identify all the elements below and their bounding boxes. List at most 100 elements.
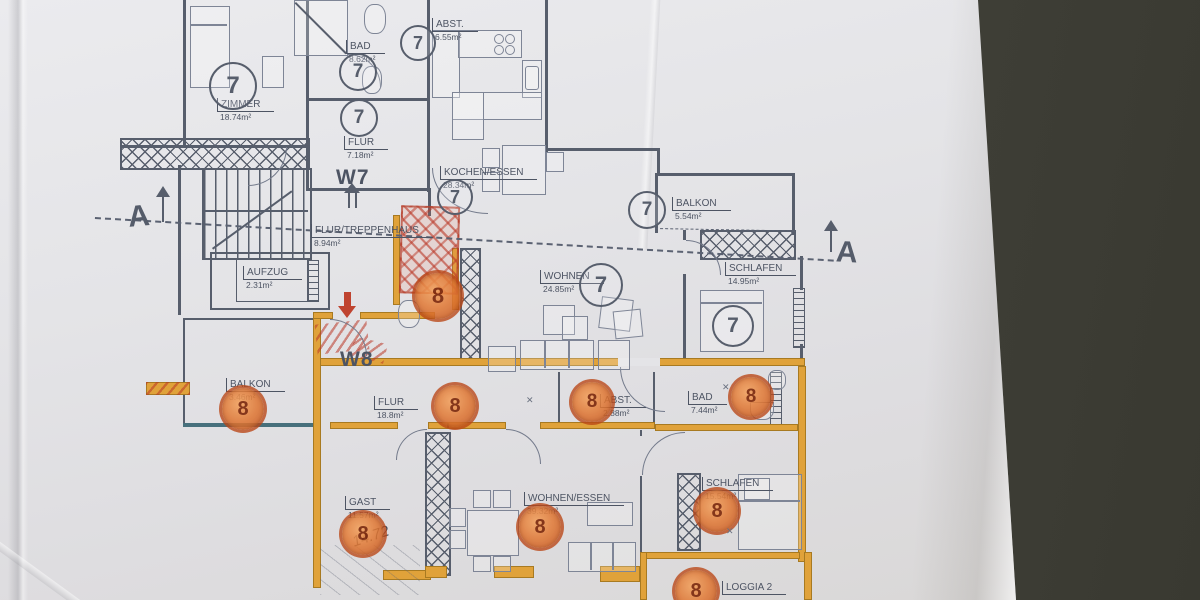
unit-8-stamp: 8 [572, 382, 612, 422]
paper-edge-shadow [905, 0, 1016, 600]
room-area: 18.8m² [377, 410, 404, 420]
wall-segment [306, 0, 309, 100]
door-arc [396, 429, 427, 460]
window-band [793, 288, 805, 348]
red-marking [146, 382, 190, 395]
room-label-flur8: FLUR 18.8m² [374, 396, 419, 421]
wall-segment [306, 188, 431, 191]
red-arrow-icon [338, 306, 356, 318]
room-area: 14.95m² [728, 276, 760, 286]
wall-hatch-band [700, 230, 796, 260]
unit-7-badge: 7 [340, 99, 378, 137]
wardrobe [262, 56, 284, 88]
room-label-treppenhaus: FLUR/TREPPENHAUS 8.94m² [311, 224, 433, 249]
sofa [568, 542, 636, 572]
wall-segment [545, 148, 660, 151]
unit-8-stamp: 8 [342, 513, 384, 555]
chair [449, 508, 466, 527]
unit-7-badge: 7 [339, 53, 377, 91]
wall-w8 [540, 422, 655, 429]
chair [473, 490, 491, 508]
room-name: FLUR [344, 136, 389, 150]
bed-pillow-line [700, 302, 762, 304]
room-label-balkon7: BALKON 5.54m² [672, 197, 731, 222]
room-label-aufzug: AUFZUG 2.31m² [243, 266, 303, 291]
unit-8-stamp: 8 [434, 385, 476, 427]
room-name: ABST. [432, 18, 478, 32]
armchair [612, 308, 644, 340]
sofa-cushion-line [612, 542, 614, 570]
wall-segment [183, 0, 186, 148]
room-name: LOGGIA 2 [722, 581, 787, 595]
unit-7-badge: 7 [209, 62, 257, 110]
toilet [768, 370, 786, 390]
wall-hatch-column [425, 432, 451, 576]
door-arc [642, 432, 685, 475]
coffee-table [543, 305, 575, 335]
chair [482, 172, 500, 192]
door-x-mark: ✕ [722, 382, 730, 392]
section-letter-right: A [835, 235, 859, 270]
wall-w8 [655, 424, 798, 431]
kitchen-bench [452, 92, 542, 120]
sofa-cushion-line [544, 340, 546, 368]
wall-segment [545, 0, 548, 152]
wall-segment [640, 476, 642, 558]
bed-pillow-line [191, 24, 227, 26]
apartment-label-w8: W8 [340, 348, 374, 371]
sofa [520, 340, 594, 370]
section-arrow-right [830, 230, 832, 252]
side-table [488, 346, 516, 372]
room-area: 5.54m² [675, 211, 702, 221]
wall-segment [427, 0, 430, 192]
sofa-cushion-line [590, 542, 592, 570]
entry-arrow-head [344, 183, 360, 193]
room-label-bad8: BAD 7.44m² [688, 391, 727, 416]
room-area: 2.31m² [246, 280, 273, 290]
red-arrow-stem [344, 292, 351, 306]
room-name: BAD [346, 40, 385, 54]
wall-segment [800, 344, 803, 368]
elevator-door-band [308, 260, 319, 302]
room-name: AUFZUG [243, 266, 303, 280]
unit-7-badge: 7 [628, 191, 666, 229]
wall-segment [183, 318, 185, 426]
unit-8-stamp: 8 [222, 388, 264, 430]
stove-burner [494, 45, 504, 55]
wall-segment [683, 230, 686, 240]
room-name: FLUR [374, 396, 419, 410]
sofa-cushion-line [568, 340, 570, 368]
wall-segment [178, 165, 181, 315]
room-label-loggia: LOGGIA 2 [722, 581, 787, 595]
toilet [398, 300, 420, 328]
sideboard [587, 502, 633, 526]
unit-7-badge: 7 [712, 305, 754, 347]
chair [482, 148, 500, 168]
room-name: GAST [345, 496, 391, 510]
wall-segment [428, 188, 431, 216]
room-name: FLUR/TREPPENHAUS [311, 224, 433, 238]
wall-w8 [360, 312, 435, 319]
wall-segment [683, 274, 686, 360]
room-name: BALKON [672, 197, 731, 211]
room-area: 7.44m² [691, 405, 718, 415]
unit-7-badge: 7 [400, 25, 436, 61]
chair [449, 530, 466, 549]
door-x-mark: ✕ [726, 526, 734, 536]
room-label-flur7: FLUR 7.18m² [344, 136, 389, 161]
wall-w8 [393, 215, 400, 305]
wall-w8 [428, 422, 448, 429]
sink-basin [525, 66, 539, 90]
room-label-wohnen: WOHNEN 24.85m² [540, 270, 604, 295]
entry-arrow [348, 192, 350, 208]
unit-8-stamp: 8 [696, 490, 738, 532]
room-label-abst7: ABST. 6.55m² [432, 18, 478, 43]
room-area: 2.88m² [603, 408, 630, 418]
room-label-schlafen7: SCHLAFEN 14.95m² [725, 262, 797, 287]
stove-burner [494, 34, 504, 44]
wall-w8 [600, 566, 640, 582]
toilet [364, 4, 386, 34]
chair [493, 556, 511, 572]
pillow [744, 478, 770, 500]
chair [473, 556, 491, 572]
